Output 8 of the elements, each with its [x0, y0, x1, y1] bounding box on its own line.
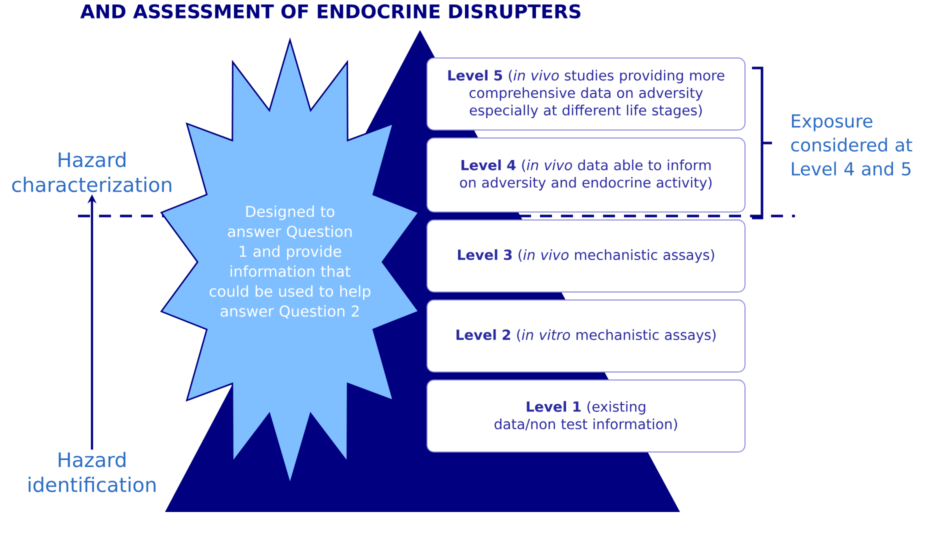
level-box: Level 5 (in vivo studies providing more comprehensive data on adversity especially at different life stages) [426, 58, 746, 130]
level-box: Level 1 (existing data/non test information) [426, 380, 746, 452]
title: AND ASSESSMENT OF ENDOCRINE DISRUPTERS [80, 4, 580, 18]
level-box: Level 4 (in vivo data able to inform on adversity and endocrine activity) [426, 138, 746, 212]
level-box: Level 2 (in vitro mechanistic assays) [426, 300, 746, 372]
level-box: Level 3 (in vivo mechanistic assays) [426, 220, 746, 292]
axis-label: Hazard identification [28, 452, 156, 492]
side-note: Exposure considered at Level 4 and 5 [791, 114, 912, 176]
